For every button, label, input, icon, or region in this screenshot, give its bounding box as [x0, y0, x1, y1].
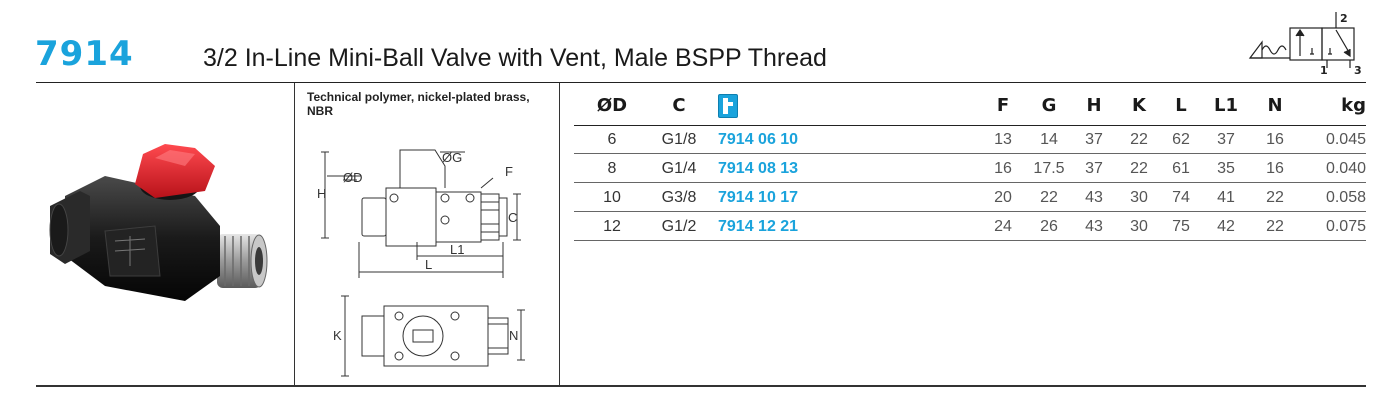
cell-f: 13 — [994, 130, 1012, 148]
header-n: N — [1267, 95, 1283, 116]
dimension-table: ØD C F G H K L L1 N kg 6 G1/8 7914 06 10… — [574, 86, 1366, 241]
dim-l1-label: L1 — [450, 242, 464, 257]
cell-k: 30 — [1130, 188, 1148, 206]
cell-kg: 0.058 — [1325, 188, 1366, 206]
cell-l1: 37 — [1217, 130, 1235, 148]
cell-l1: 35 — [1217, 159, 1235, 177]
cell-c: G3/8 — [661, 188, 697, 206]
part-number-icon — [718, 93, 738, 118]
cell-k: 30 — [1130, 217, 1148, 235]
dim-c-label: C — [508, 210, 517, 225]
header-f: F — [996, 95, 1010, 116]
cell-f: 20 — [994, 188, 1012, 206]
cell-l: 75 — [1172, 217, 1190, 235]
dim-k-label: K — [333, 328, 342, 343]
cell-h: 43 — [1085, 188, 1103, 206]
cell-kg: 0.045 — [1325, 130, 1366, 148]
dim-f-label: F — [505, 164, 513, 179]
dim-od-label: ØD — [343, 170, 363, 185]
cell-part-number[interactable]: 7914 12 21 — [718, 217, 799, 235]
cell-part-number[interactable]: 7914 08 13 — [718, 159, 799, 177]
table-header-row: ØD C F G H K L L1 N kg — [574, 86, 1366, 126]
dim-n-label: N — [509, 328, 518, 343]
port-2-label: 2 — [1340, 12, 1348, 25]
header-l1: L1 — [1214, 95, 1238, 116]
header-c: C — [672, 95, 686, 116]
header-part-number — [718, 86, 848, 125]
cell-g: 26 — [1040, 217, 1058, 235]
table-row: 12 G1/2 7914 12 21 24 26 43 30 75 42 22 … — [574, 213, 1366, 241]
header-h: H — [1086, 95, 1102, 116]
cell-od: 6 — [607, 130, 617, 148]
cell-g: 22 — [1040, 188, 1058, 206]
dim-h-label: H — [317, 186, 326, 201]
cell-g: 17.5 — [1033, 159, 1065, 177]
dim-l-label: L — [425, 257, 432, 272]
dim-og-label: ØG — [442, 150, 462, 165]
cell-n: 22 — [1266, 217, 1284, 235]
header-od: ØD — [596, 95, 628, 116]
port-3-label: 3 — [1354, 64, 1362, 77]
header-l: L — [1175, 95, 1187, 116]
cell-part-number[interactable]: 7914 06 10 — [718, 130, 799, 148]
cell-h: 43 — [1085, 217, 1103, 235]
cell-k: 22 — [1130, 130, 1148, 148]
cell-h: 37 — [1085, 130, 1103, 148]
header-divider — [36, 82, 1366, 83]
cell-k: 22 — [1130, 159, 1148, 177]
table-row: 6 G1/8 7914 06 10 13 14 37 22 62 37 16 0… — [574, 126, 1366, 154]
cell-f: 16 — [994, 159, 1012, 177]
cell-n: 16 — [1266, 130, 1284, 148]
cell-l: 61 — [1172, 159, 1190, 177]
cell-od: 10 — [603, 188, 621, 206]
header-g: G — [1041, 95, 1057, 116]
dimension-drawing: ØD ØG F H C L1 L K N — [317, 149, 525, 377]
cell-g: 14 — [1040, 130, 1058, 148]
footer-divider — [36, 385, 1366, 387]
cell-c: G1/4 — [661, 159, 697, 177]
cell-l1: 41 — [1217, 188, 1235, 206]
cell-od: 8 — [607, 159, 617, 177]
header-kg: kg — [1341, 95, 1366, 116]
product-title: 3/2 In-Line Mini-Ball Valve with Vent, M… — [203, 44, 827, 72]
table-row: 8 G1/4 7914 08 13 16 17.5 37 22 61 35 16… — [574, 155, 1366, 183]
cell-od: 12 — [603, 217, 621, 235]
column-divider — [559, 83, 560, 385]
cell-f: 24 — [994, 217, 1012, 235]
product-code: 7914 — [35, 34, 134, 74]
cell-n: 22 — [1266, 188, 1284, 206]
valve-photo — [49, 144, 268, 301]
cell-l: 74 — [1172, 188, 1190, 206]
valve-symbol-icon: 2 1 3 — [1248, 12, 1362, 77]
material-description: Technical polymer, nickel-plated brass, … — [307, 90, 530, 118]
cell-c: G1/8 — [661, 130, 697, 148]
header-k: K — [1132, 95, 1146, 116]
cell-l1: 42 — [1217, 217, 1235, 235]
cell-kg: 0.075 — [1325, 217, 1366, 235]
cell-c: G1/2 — [661, 217, 697, 235]
cell-n: 16 — [1266, 159, 1284, 177]
table-row: 10 G3/8 7914 10 17 20 22 43 30 74 41 22 … — [574, 184, 1366, 212]
cell-l: 62 — [1172, 130, 1190, 148]
cell-h: 37 — [1085, 159, 1103, 177]
column-divider — [294, 83, 295, 385]
cell-kg: 0.040 — [1325, 159, 1366, 177]
cell-part-number[interactable]: 7914 10 17 — [718, 188, 799, 206]
port-1-label: 1 — [1320, 64, 1328, 77]
